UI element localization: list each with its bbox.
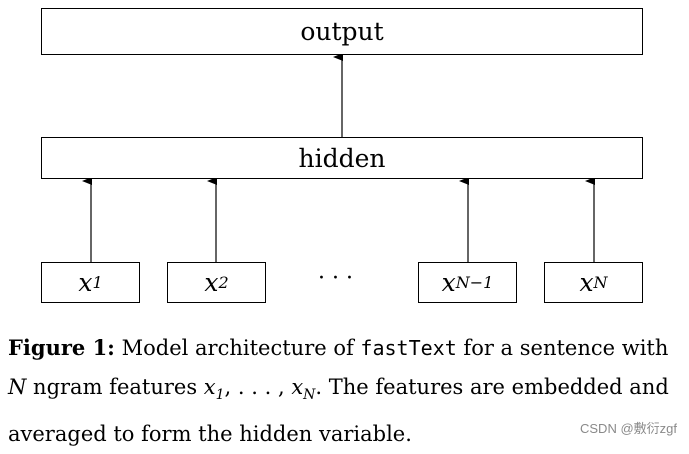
caption-text-3: ngram features	[26, 375, 204, 399]
input-x2-sub: 2	[218, 273, 229, 292]
ellipsis: · · ·	[318, 266, 353, 291]
caption-code: fastText	[360, 336, 457, 360]
hidden-node: hidden	[41, 137, 643, 179]
caption-xn-sub: N	[303, 387, 316, 404]
input-x1-sub: 1	[92, 273, 103, 292]
caption-figure-label: Figure 1:	[8, 335, 115, 360]
caption-sep: , . . . ,	[224, 375, 292, 399]
caption-n-var: N	[8, 375, 27, 399]
caption-text-2: for a sentence with	[456, 336, 669, 360]
input-xn-base: x	[579, 268, 594, 297]
watermark: CSDN @敷衍zgf	[580, 421, 677, 436]
caption-x1-sub: 1	[215, 387, 225, 404]
hidden-label: hidden	[298, 143, 386, 173]
figure-caption: Figure 1: Model architecture of fastText…	[8, 328, 683, 454]
input-x1-base: x	[78, 268, 93, 297]
caption-xn: xN	[291, 375, 315, 403]
caption-x1: x1	[203, 375, 225, 403]
caption-text-1: Model architecture of	[114, 336, 361, 360]
input-xn1-base: x	[441, 268, 456, 297]
output-node: output	[41, 8, 643, 55]
caption-text-4: . The features are embedded and averaged…	[8, 375, 669, 447]
input-xn-sub: N	[593, 273, 608, 292]
caption-x1-base: x	[203, 375, 216, 399]
input-x2-base: x	[204, 268, 219, 297]
caption-xn-base: x	[291, 375, 304, 399]
output-label: output	[300, 17, 384, 46]
input-xn1-sub: N−1	[455, 273, 494, 292]
